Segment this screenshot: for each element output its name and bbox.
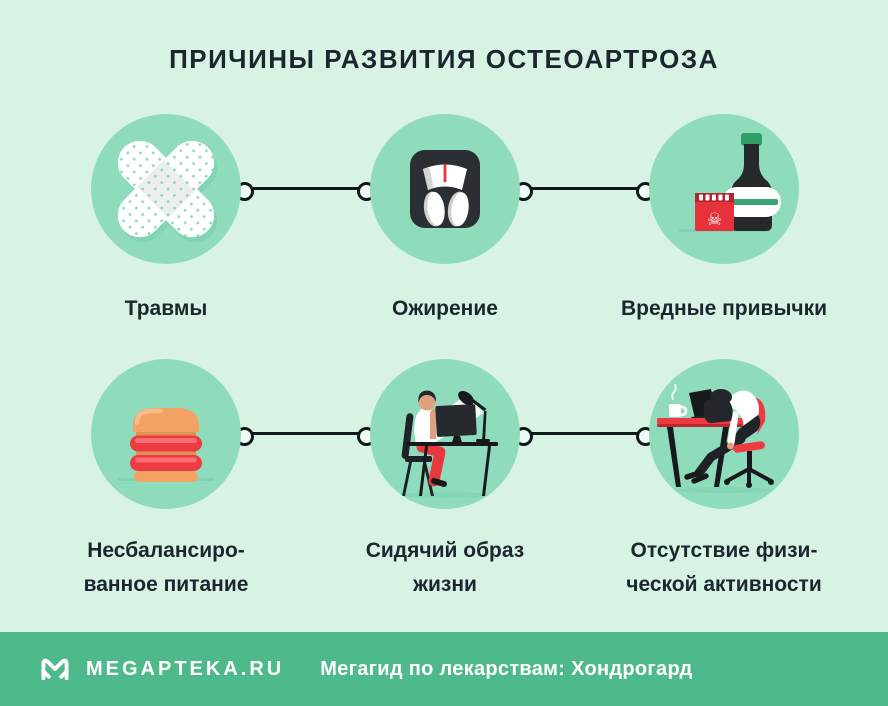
cause-card-obesity: Ожирение: [303, 114, 587, 326]
footer: MEGAPTEKA.RU Мегагид по лекарствам: Хонд…: [0, 632, 888, 706]
scale-icon: [410, 150, 480, 228]
burger-icon: [118, 408, 214, 482]
brand-name: MEGAPTEKA.RU: [86, 657, 285, 680]
cause-card-sedentary-lifestyle: Сидячий образ жизни: [303, 359, 587, 602]
cause-circle: ☠: [649, 114, 799, 264]
person-at-desk-icon: [399, 390, 498, 498]
cause-label: Ожирение: [392, 297, 498, 320]
footer-tagline: Мегагид по лекарствам: Хондрогард: [320, 657, 693, 680]
cause-circle: [370, 359, 520, 509]
cause-label: Сидячий образ жизни: [365, 539, 525, 596]
cause-card-bad-habits: ☠ Вредные привычки: [582, 114, 866, 326]
exhausted-person-icon: [657, 384, 774, 493]
cause-circle: [370, 114, 520, 264]
megapteka-logo-icon: [41, 658, 69, 681]
cause-label: Несбалансиро- ванное питание: [83, 539, 249, 596]
cause-circle: [649, 359, 799, 509]
cause-label: Отсутствие физи- ческой активности: [626, 539, 822, 596]
cause-card-injuries: Травмы: [24, 114, 308, 326]
cause-label: Травмы: [124, 297, 208, 320]
cause-circle: [91, 114, 241, 264]
bandage-icon: [117, 140, 218, 243]
svg-text:☠: ☠: [707, 210, 722, 230]
cause-card-unbalanced-diet: Несбалансиро- ванное питание: [24, 359, 308, 602]
alcohol-and-cigarettes-icon: ☠: [679, 133, 781, 232]
cause-circle: [91, 359, 241, 509]
cause-card-no-physical-activity: Отсутствие физи- ческой активности: [582, 359, 866, 602]
page-title: ПРИЧИНЫ РАЗВИТИЯ ОСТЕОАРТРОЗА: [169, 44, 719, 74]
cause-label: Вредные привычки: [620, 297, 827, 320]
